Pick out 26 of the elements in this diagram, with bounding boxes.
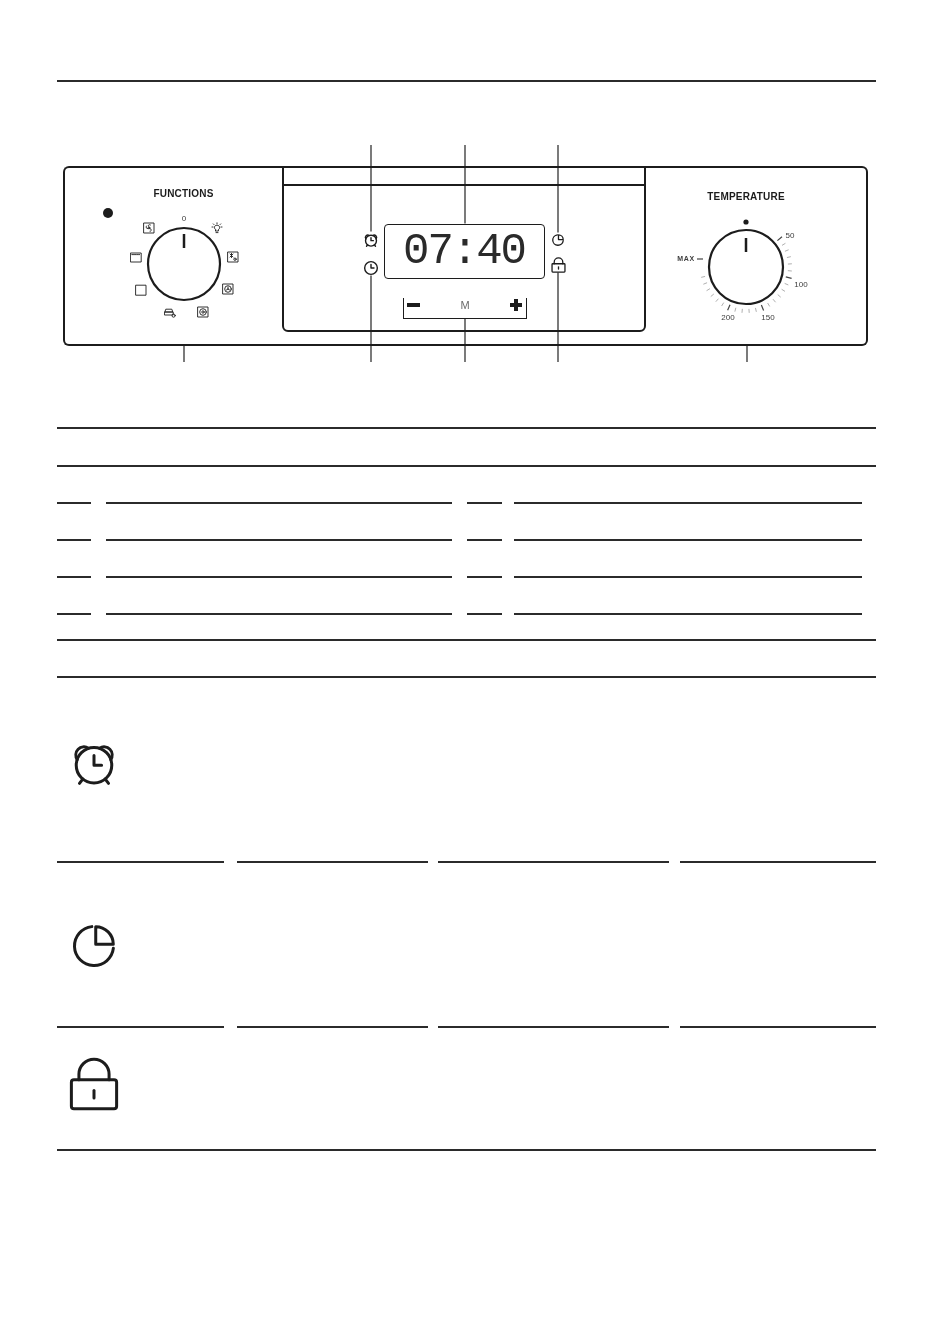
- scale-marking: 100: [794, 280, 808, 290]
- leader-line: [557, 271, 559, 363]
- leader-line: [370, 274, 372, 363]
- leader-line: [370, 144, 372, 233]
- scale-marking: 200: [721, 313, 735, 323]
- function-panel: [63, 166, 282, 346]
- padlock-icon: [550, 256, 566, 273]
- scale-marking: 150: [761, 313, 775, 323]
- leader-line: [464, 317, 466, 363]
- display-digits: 07:40: [403, 229, 525, 273]
- leader-line: [464, 144, 466, 225]
- button-bracket: [402, 297, 527, 319]
- display-module: [282, 166, 646, 332]
- scale-marking: 50: [785, 231, 795, 241]
- dial-marking: 0: [181, 213, 187, 224]
- panel-heading: TEMPERATURE: [707, 190, 785, 203]
- digital-display: [383, 223, 545, 279]
- temperature-panel: [646, 166, 868, 346]
- panel-heading: FUNCTIONS: [153, 187, 214, 200]
- button-label: M: [460, 298, 470, 311]
- leader-line: [557, 144, 559, 234]
- alarm-clock-icon: [362, 231, 379, 248]
- timer-icon: [550, 232, 565, 247]
- leader-line: [183, 345, 185, 363]
- clock-icon: [362, 259, 379, 276]
- leader-line: [746, 345, 748, 363]
